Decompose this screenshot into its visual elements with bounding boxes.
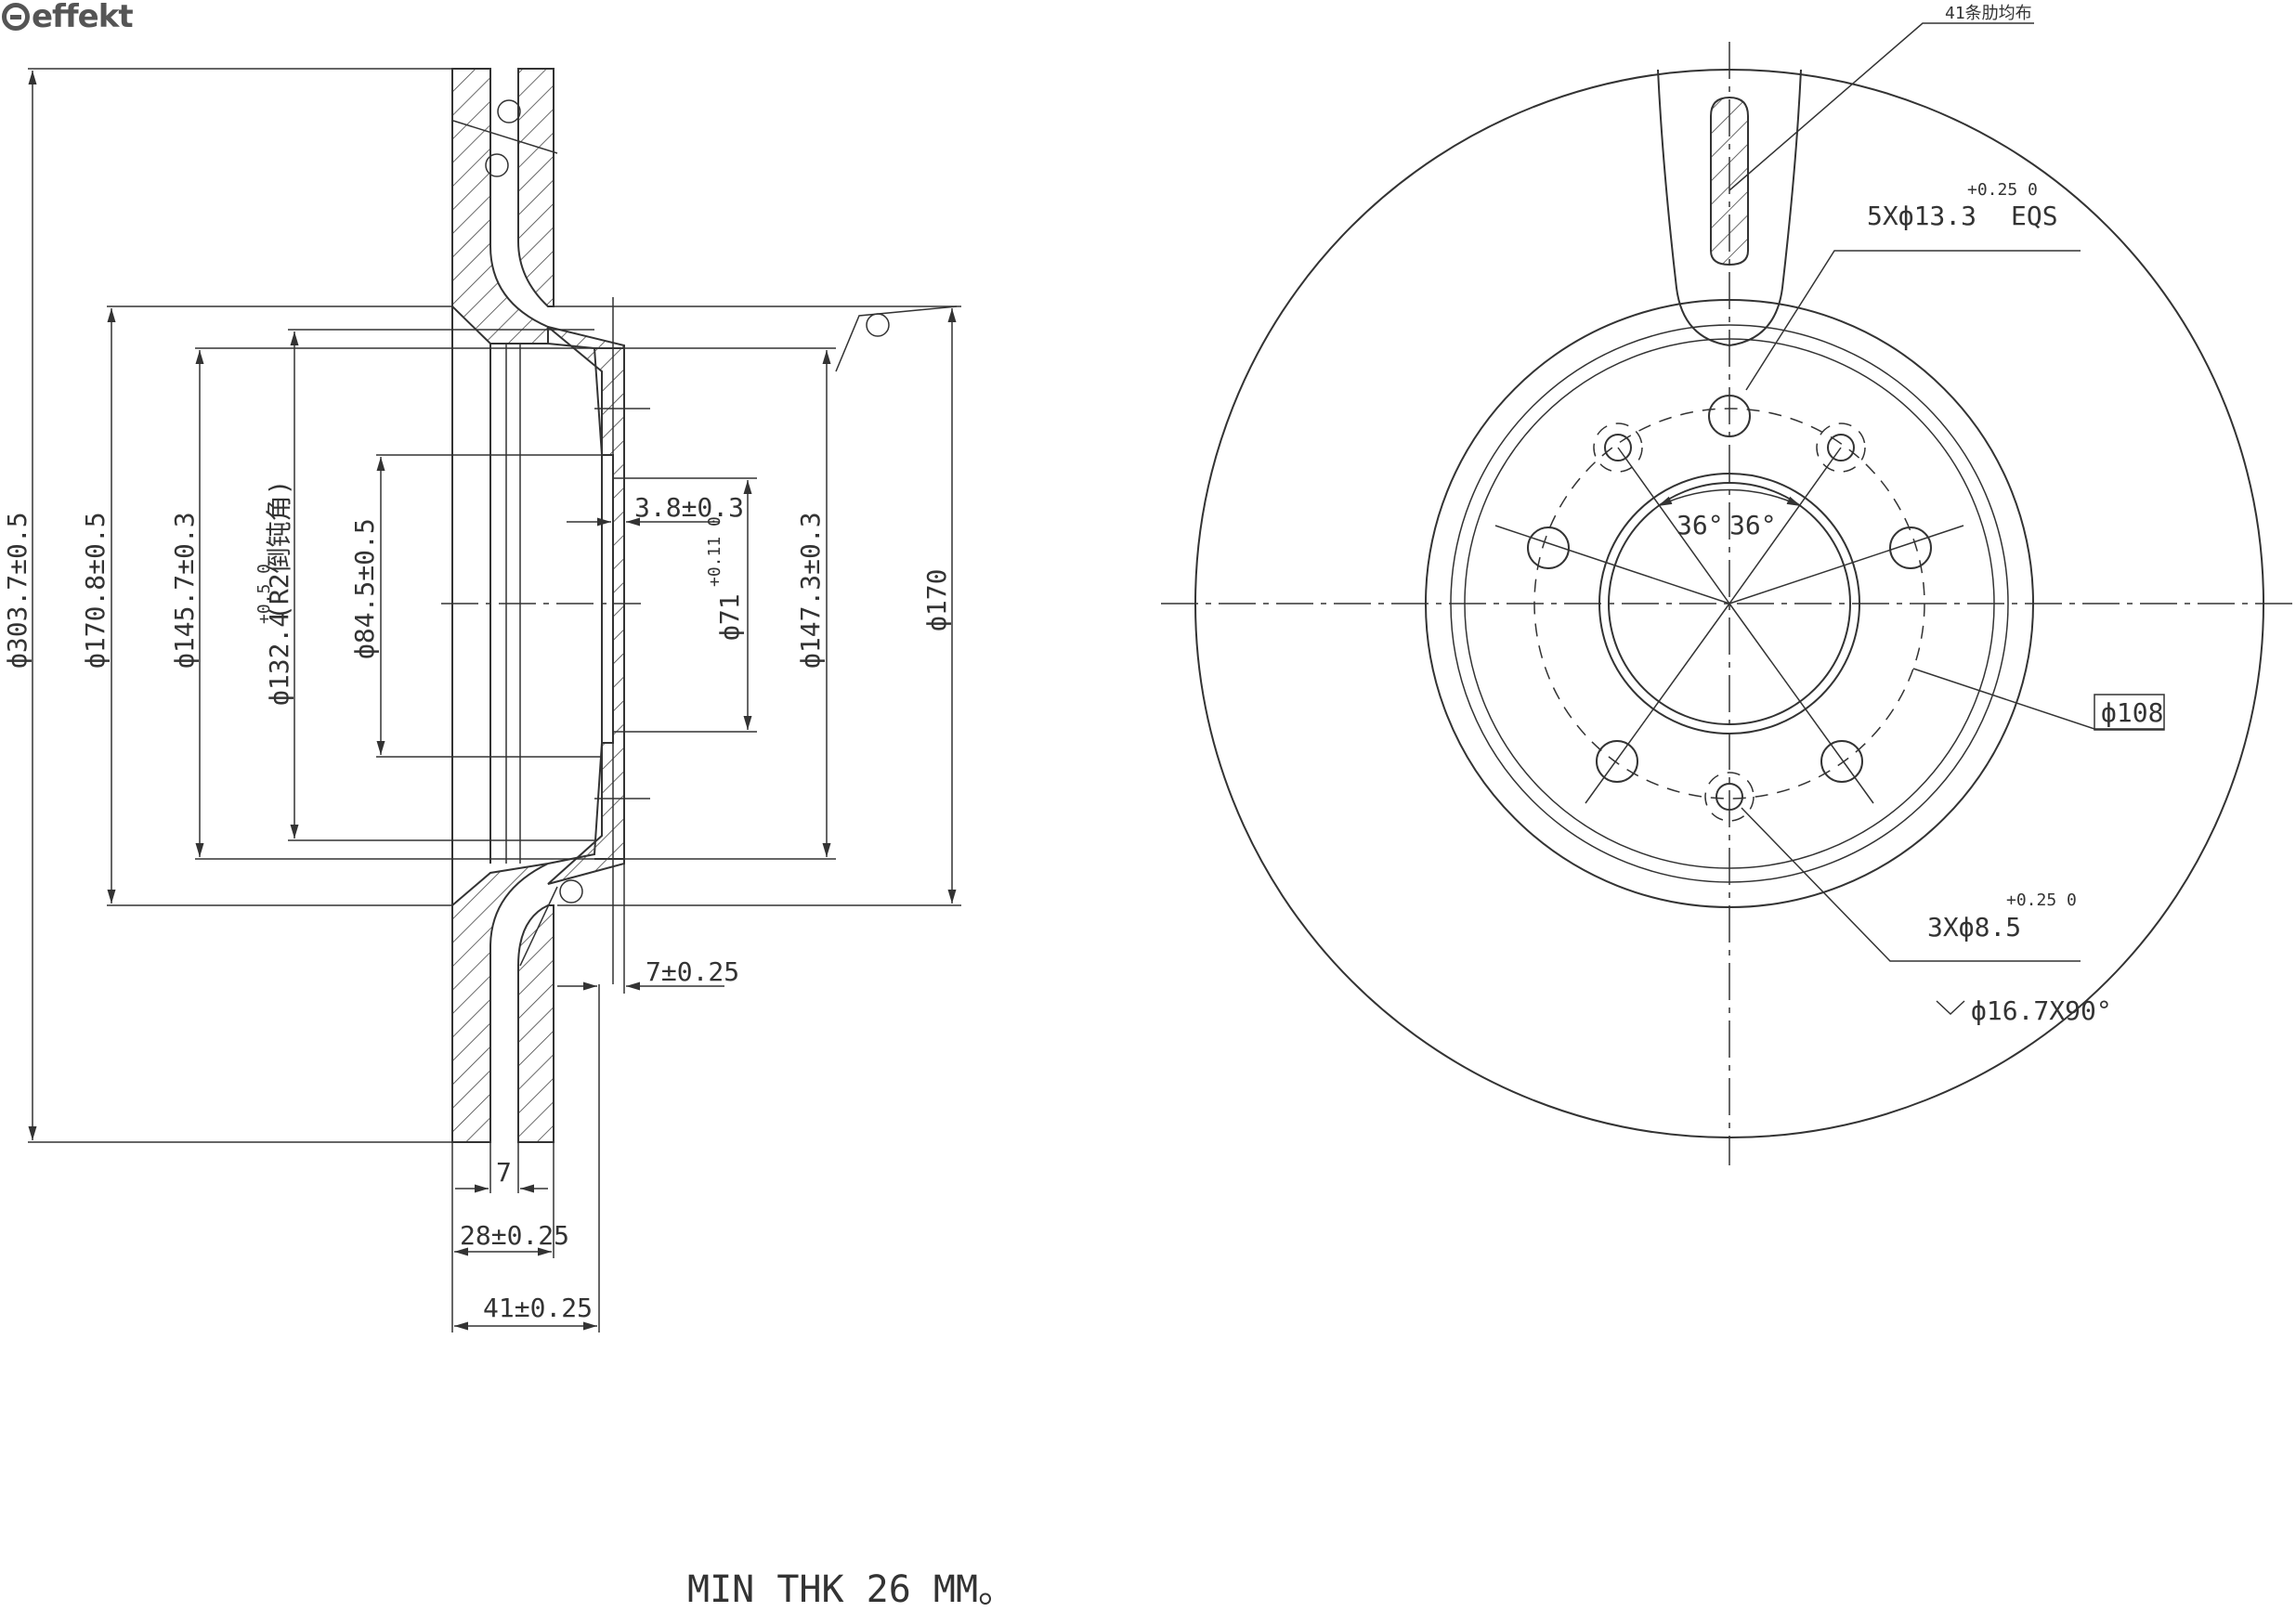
dim-147-diameter: ф147.3±0.3 <box>795 512 826 669</box>
vent-hole-top-2 <box>485 153 509 177</box>
lug-hole <box>1889 526 1932 569</box>
outer-plate-left <box>451 68 549 344</box>
center-bore <box>1608 482 1851 725</box>
holes-5-leader <box>1745 250 2081 391</box>
min-thickness-note: MIN THK 26 MM。 <box>687 1568 1015 1611</box>
lug-hole <box>1820 740 1863 783</box>
rotor-outer-edge <box>1194 69 2264 1138</box>
vent-rib <box>1710 96 1749 266</box>
lower-plate-left <box>451 863 549 1143</box>
brand-name: effekt <box>32 0 134 35</box>
dim-outer-diameter: ф303.7±0.5 <box>2 512 33 669</box>
front-view: 41条肋均布 5Xф13.3 +0.25 0 EQS 36° 36° ф108 … <box>1161 4 2294 1165</box>
hat-outer-edge <box>1425 299 2034 908</box>
ribs-leader <box>1729 22 2034 191</box>
dim-7-25: 7±0.25 <box>646 956 739 987</box>
inner-ring <box>1598 473 1860 734</box>
dim-132-diameter: ф132.4 <box>264 612 294 706</box>
vent-slot-outline <box>1657 69 1802 347</box>
surface-finish-mark-top <box>835 306 958 372</box>
dim-center-bore: ф84.5±0.5 <box>349 518 380 659</box>
hat-ring-2 <box>1464 338 1995 869</box>
locating-hole <box>1715 783 1743 811</box>
pcd-circle <box>1533 408 1925 800</box>
pcd-label: ф108 <box>2101 697 2163 728</box>
dim-132-tolerance: +0.5 0 <box>254 564 274 624</box>
lug-hole <box>1596 740 1638 783</box>
outer-plate-right <box>517 68 554 307</box>
dim-28: 28±0.25 <box>460 1220 569 1251</box>
lower-plate-right <box>517 904 554 1143</box>
dim-hat-inner-diameter: ф145.7±0.3 <box>169 512 200 669</box>
locating-holes <box>1593 422 1866 822</box>
holes-3-leader <box>1741 807 2081 962</box>
section-view: ф303.7±0.5 ф170.8±0.5 ф145.7±0.3 ф132.4 … <box>2 68 961 1332</box>
dim-41: 41±0.25 <box>483 1293 593 1323</box>
vent-hole-bottom <box>559 879 583 904</box>
chamfer-label: ф16.7X90° <box>1971 995 2112 1026</box>
dim-170-diameter: ф170 <box>921 569 952 631</box>
holes-5-tolerance: +0.25 0 <box>1967 180 2038 200</box>
holes-5-label: 5Xф13.3 <box>1867 201 1976 231</box>
holes-3-tolerance: +0.25 0 <box>2006 890 2077 910</box>
dim-3-8: 3.8±0.3 <box>634 492 744 523</box>
dim-71-tolerance: +0.11 0 <box>705 516 724 587</box>
brand-logo: effekt <box>2 0 134 35</box>
vent-hole-top <box>497 99 521 124</box>
dim-132-note: (R2倒钝角) <box>264 480 294 620</box>
locating-hole <box>1604 434 1632 462</box>
dim-hat-outer-diameter: ф170.8±0.5 <box>80 512 111 669</box>
hat-profile <box>451 306 625 905</box>
hat-flange <box>547 326 625 885</box>
angle-left-label: 36° <box>1676 510 1724 540</box>
ribs-note: 41条肋均布 <box>1945 4 2032 23</box>
hat-ring-1 <box>1450 324 2009 883</box>
brand-logo-icon <box>2 3 30 31</box>
locating-hole <box>1827 434 1855 462</box>
lug-hole <box>1527 526 1570 569</box>
dim-71-diameter: ф71 <box>714 593 745 641</box>
lug-hole <box>1708 395 1751 437</box>
angle-arc <box>1657 488 1802 507</box>
holes-3-label: 3Xф8.5 <box>1927 912 2021 942</box>
lug-holes <box>1527 395 1932 783</box>
angle-right-label: 36° <box>1729 510 1777 540</box>
holes-5-suffix: EQS <box>2011 201 2058 231</box>
dim-7: 7 <box>496 1157 512 1188</box>
chamfer-symbol <box>1936 1000 1965 1016</box>
pcd-box <box>2094 694 2165 731</box>
